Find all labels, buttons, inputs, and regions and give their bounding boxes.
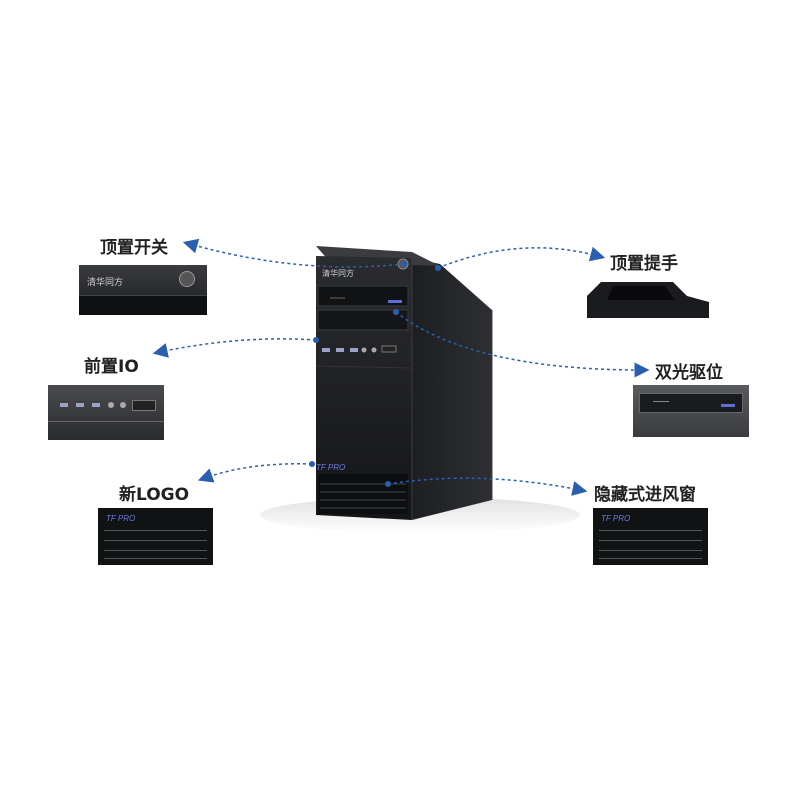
tower-vent — [318, 474, 408, 514]
optical-slot — [653, 401, 669, 402]
usb-port-icon — [92, 403, 100, 407]
label-top-switch: 顶置开关 — [100, 238, 168, 258]
label-new-logo: 新LOGO — [119, 485, 190, 505]
thumb-hidden-vent: TF PRO — [593, 508, 708, 565]
label-hidden-vent: 隐藏式进风窗 — [594, 485, 696, 505]
thumb-top-handle — [587, 278, 709, 318]
thumb-brand-text: 清华同方 — [87, 277, 124, 287]
arrow-new-logo — [197, 463, 313, 483]
label-front-io: 前置IO — [84, 357, 139, 377]
tower-logo: TF PRO — [316, 463, 345, 472]
vent-line — [104, 558, 207, 559]
audio-jack-icon — [120, 402, 126, 408]
vent-line — [599, 540, 702, 541]
thumb-divider — [48, 421, 164, 422]
label-dual-optical-bay: 双光驱位 — [655, 363, 723, 383]
vent-line — [104, 550, 207, 551]
vent-line — [599, 530, 702, 531]
vent-line — [599, 550, 702, 551]
thumb-logo-text: TF PRO — [106, 514, 136, 523]
thumb-dual-optical — [633, 385, 749, 437]
vent-line — [104, 540, 207, 541]
front-io-ports — [322, 345, 397, 353]
thumb-new-logo: TF PRO — [98, 508, 213, 565]
optical-bay-indicator — [388, 300, 402, 303]
brand-text: 清华同方 — [322, 268, 354, 278]
power-button-icon — [179, 271, 195, 287]
io-divider — [315, 365, 413, 369]
vent-line — [104, 530, 207, 531]
thumb-front-io — [48, 385, 164, 440]
vent-line — [599, 558, 702, 559]
usb-port-icon — [60, 403, 68, 407]
card-reader-icon — [132, 400, 156, 411]
callout-arrows — [152, 238, 650, 496]
optical-bay — [639, 393, 743, 413]
thumb-logo-text: TF PRO — [601, 514, 631, 523]
label-top-handle: 顶置提手 — [610, 254, 678, 274]
usb-port-icon — [76, 403, 84, 407]
tower-side-panel — [412, 258, 492, 520]
thumb-top-switch: 清华同方 — [79, 265, 207, 315]
arrow-front-io — [152, 338, 317, 358]
arrow-hidden-vent — [387, 477, 588, 496]
thumb-bay — [79, 295, 207, 315]
arrow-dual-optical — [395, 311, 650, 378]
optical-indicator — [721, 404, 735, 407]
handle-shape — [587, 282, 709, 318]
optical-bay-1 — [317, 285, 409, 307]
arrow-top-switch — [182, 238, 405, 268]
audio-jack-icon — [108, 402, 114, 408]
arrow-top-handle — [437, 246, 606, 269]
